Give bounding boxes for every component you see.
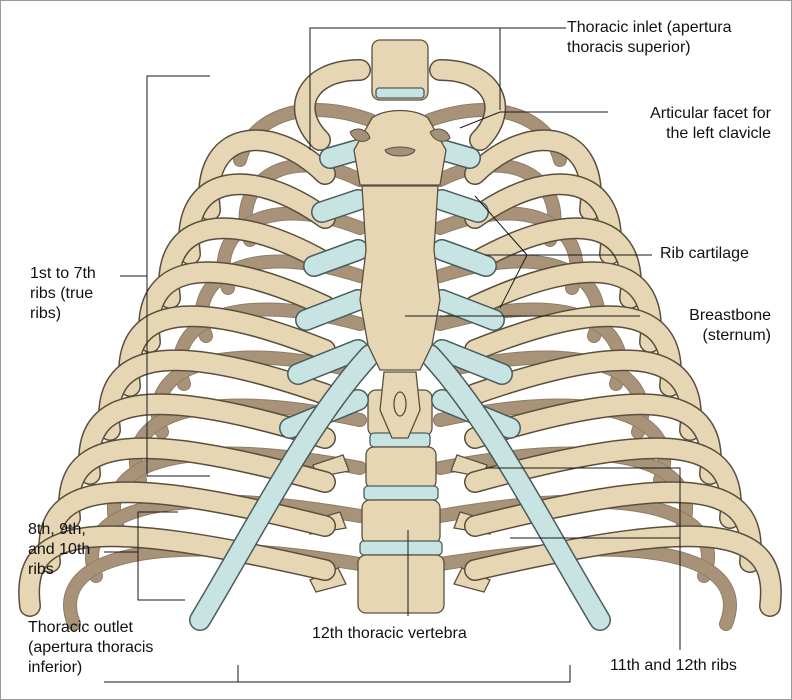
label-11th-12th-ribs: 11th and 12th ribs bbox=[610, 656, 737, 676]
label-rib-cartilage: Rib cartilage bbox=[660, 244, 749, 264]
label-breastbone: Breastbone(sternum) bbox=[611, 306, 771, 346]
label-12th-vertebra: 12th thoracic vertebra bbox=[312, 624, 467, 644]
sternum bbox=[350, 111, 450, 439]
